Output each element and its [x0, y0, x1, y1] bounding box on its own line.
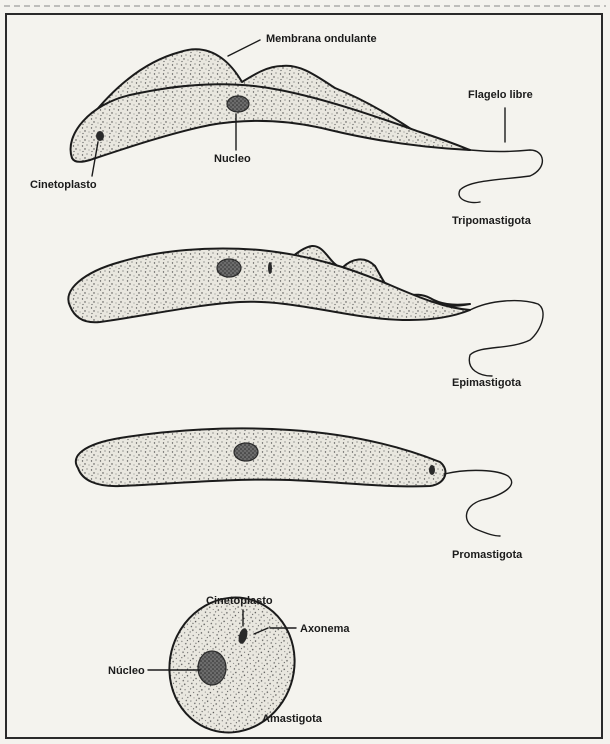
label-tripomastigota: Tripomastigota: [452, 215, 532, 227]
epimastigote-form: [68, 246, 543, 376]
leader-membrana: [228, 40, 260, 56]
promastigote-free-flagellum: [444, 470, 512, 536]
epimastigote-free-flagellum: [469, 301, 543, 376]
label-nucleo-amastigota: Núcleo: [108, 665, 145, 677]
tripomastigote-nucleus: [227, 96, 249, 112]
promastigote-nucleus: [234, 443, 258, 461]
promastigote-body: [76, 428, 446, 486]
epimastigote-kinetoplast: [268, 262, 272, 274]
label-cinetoplasto-amastigota: Cinetoplasto: [206, 595, 273, 607]
label-nucleo-tripo: Nucleo: [214, 153, 251, 165]
label-axonema: Axonema: [300, 623, 350, 635]
tripomastigote-body: [71, 84, 470, 161]
label-promastigota: Promastigota: [452, 549, 523, 561]
promastigote-kinetoplast: [429, 465, 435, 475]
tripomastigote-free-flagellum: [459, 150, 542, 203]
label-cinetoplasto-tripo: Cinetoplasto: [30, 179, 97, 191]
label-amastigota: Amastigota: [262, 713, 323, 725]
amastigote-nucleus: [198, 651, 226, 685]
promastigote-form: [76, 428, 512, 536]
label-epimastigota: Epimastigota: [452, 377, 522, 389]
tripomastigote-form: [71, 49, 543, 202]
epimastigote-nucleus: [217, 259, 241, 277]
label-membrana-ondulante: Membrana ondulante: [266, 33, 377, 45]
epimastigote-body: [68, 249, 470, 323]
label-flagelo-libre: Flagelo libre: [468, 89, 533, 101]
tripomastigote-kinetoplast: [96, 131, 104, 141]
